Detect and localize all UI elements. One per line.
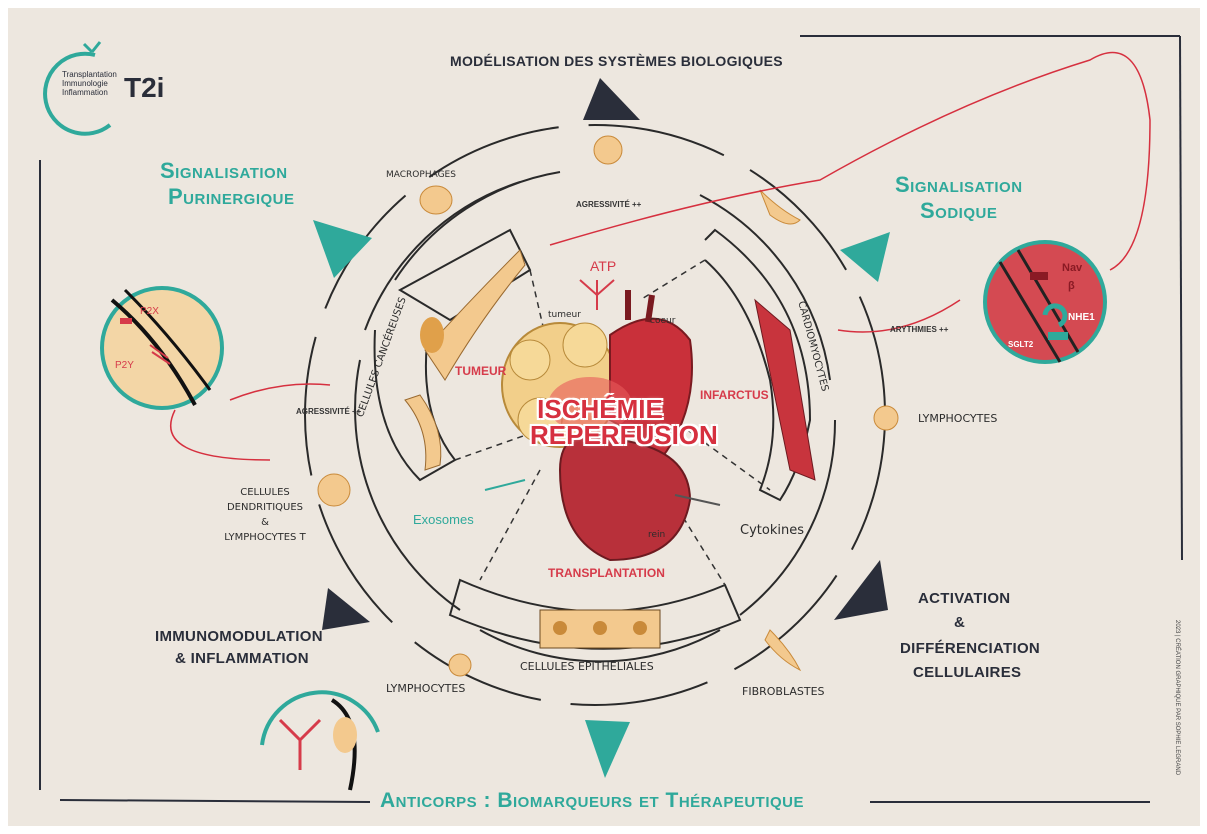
purinergic-zoom bbox=[102, 288, 222, 408]
sector-tumeur: TUMEUR bbox=[455, 364, 506, 378]
label-lymphocytes-bottom: LYMPHOCYTES bbox=[386, 682, 465, 695]
label-p2y: P2Y bbox=[115, 360, 134, 371]
exosomes-label: Exosomes bbox=[413, 512, 474, 527]
center-title-line-2: REPERFUSION bbox=[530, 422, 670, 448]
credit-text: 2023 | CRÉATION GRAPHIQUE PAR SOPHIE LEG… bbox=[1174, 620, 1180, 775]
annotation-agressivite-top: AGRESSIVITÉ ++ bbox=[576, 200, 641, 209]
logo-mark: T2i bbox=[124, 72, 164, 104]
sector-transplantation: TRANSPLANTATION bbox=[548, 566, 665, 580]
heading-activation-2: & bbox=[954, 614, 965, 631]
logo-line-1: Transplantation bbox=[62, 70, 117, 79]
center-title: ISCHÉMIE REPERFUSION bbox=[530, 396, 670, 448]
sector-infarctus: INFARCTUS bbox=[700, 388, 769, 402]
label-nhe: NHE1 bbox=[1068, 312, 1095, 323]
label-dendritiques-2: DENDRITIQUES bbox=[220, 500, 310, 515]
heading-activation-1: ACTIVATION bbox=[918, 590, 1010, 607]
tumeur-organ-label: tumeur bbox=[548, 310, 581, 320]
heading-sodique-2: Sodique bbox=[920, 198, 997, 224]
label-dendritiques-4: LYMPHOCYTES T bbox=[220, 530, 310, 545]
center-title-line-1: ISCHÉMIE bbox=[530, 396, 670, 422]
logo-line-2: Immunologie bbox=[62, 79, 117, 88]
label-epitheliales: CELLULES ÉPITHÉLIALES bbox=[520, 660, 654, 673]
heading-activation-4: CELLULAIRES bbox=[913, 664, 1021, 681]
sodium-zoom bbox=[985, 242, 1105, 362]
label-sglt: SGLT2 bbox=[1008, 340, 1033, 349]
annotation-arythmies: ARYTHMIES ++ bbox=[890, 325, 948, 334]
atp-label: ATP bbox=[590, 258, 616, 274]
heading-bottom: Anticorps : Biomarqueurs et Thérapeutiqu… bbox=[380, 789, 804, 813]
label-nav: Nav bbox=[1062, 262, 1082, 274]
heading-immuno-1: IMMUNOMODULATION bbox=[155, 628, 323, 645]
heading-purinergique-1: Signalisation bbox=[160, 158, 288, 184]
heading-immuno-2: & INFLAMMATION bbox=[175, 650, 309, 667]
rein-label: rein bbox=[648, 530, 665, 540]
label-dendritiques: CELLULES DENDRITIQUES & LYMPHOCYTES T bbox=[220, 485, 310, 545]
annotation-agressivite-left: AGRESSIVITÉ ++ bbox=[296, 407, 361, 416]
heading-purinergique-2: Purinergique bbox=[168, 184, 295, 210]
label-dendritiques-1: CELLULES bbox=[220, 485, 310, 500]
heading-top: MODÉLISATION DES SYSTÈMES BIOLOGIQUES bbox=[450, 53, 783, 69]
label-macrophages: MACROPHAGES bbox=[386, 170, 456, 180]
label-p2x: P2X bbox=[140, 306, 159, 317]
logo-line-3: Inflammation bbox=[62, 88, 117, 97]
label-dendritiques-3: & bbox=[220, 515, 310, 530]
epithelial-cells bbox=[540, 610, 660, 648]
label-beta: β bbox=[1068, 280, 1075, 292]
label-fibroblastes: FIBROBLASTES bbox=[742, 685, 825, 698]
heading-sodique-1: Signalisation bbox=[895, 172, 1023, 198]
coeur-label: coeur bbox=[650, 316, 675, 326]
label-lymphocytes-right: LYMPHOCYTES bbox=[918, 412, 997, 425]
cytokines-label: Cytokines bbox=[740, 523, 804, 538]
logo-text: Transplantation Immunologie Inflammation bbox=[62, 70, 117, 97]
heading-activation-3: DIFFÉRENCIATION bbox=[900, 640, 1040, 657]
